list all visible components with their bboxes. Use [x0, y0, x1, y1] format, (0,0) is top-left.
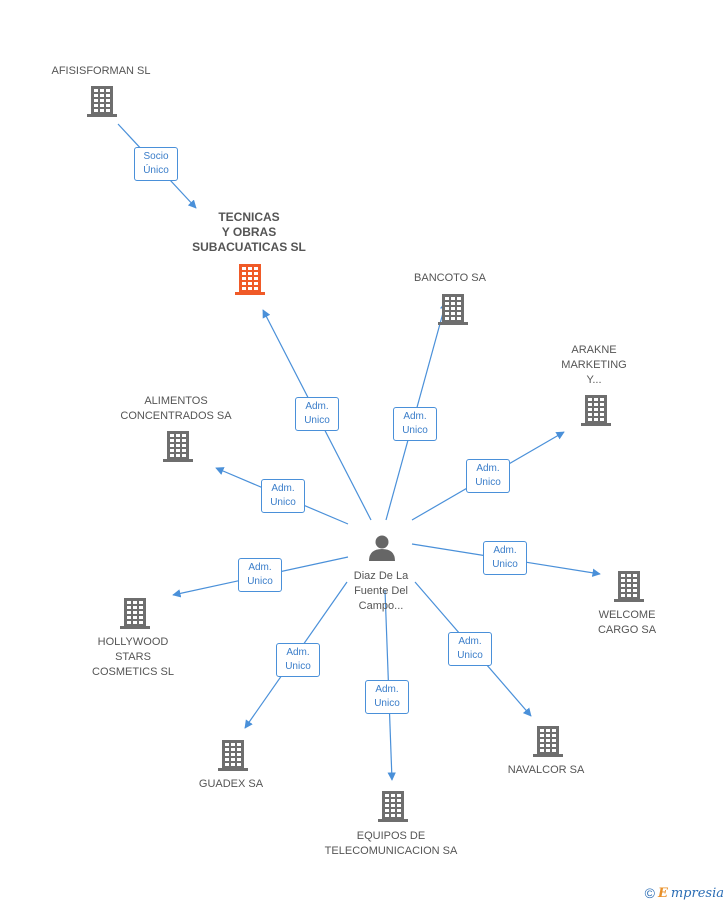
node-label-line: COSMETICS SL: [92, 666, 174, 678]
company-label-alimentos[interactable]: ALIMENTOS CONCENTRADOS SA: [120, 394, 231, 424]
edge-label-arakne[interactable]: Adm. Unico: [466, 459, 510, 493]
node-label-line: HOLLYWOOD: [97, 636, 169, 648]
company-label-arakne[interactable]: ARAKNE MARKETING Y...: [561, 343, 626, 388]
edge-label-line: Unico: [402, 425, 428, 436]
copyright-symbol: ©: [644, 885, 655, 901]
node-label-line: Y OBRAS: [221, 225, 277, 239]
person-icon[interactable]: [369, 535, 395, 562]
edge-label-line: Unico: [304, 415, 330, 426]
company-label-guadex[interactable]: GUADEX SA: [199, 777, 263, 792]
node-label-line: TELECOMUNICACION SA: [324, 845, 458, 857]
company-label-equipos[interactable]: EQUIPOS DE TELECOMUNICACION SA: [325, 829, 458, 859]
edge-label-line: Unico: [492, 559, 518, 570]
edge-label-equipos[interactable]: Adm. Unico: [365, 680, 409, 714]
building-icon[interactable]: [163, 431, 193, 462]
edge-label-line: Unico: [374, 698, 400, 709]
edge-label-line: Adm.: [403, 411, 427, 422]
edge-label-line: Adm.: [248, 562, 272, 573]
node-label-line: AFISISFORMAN SL: [51, 65, 151, 77]
node-label-line: CARGO SA: [597, 624, 657, 636]
edge-label-line: Unico: [457, 650, 483, 661]
edge-label-line: Unico: [285, 661, 311, 672]
edge-label-alimentos[interactable]: Adm. Unico: [261, 479, 305, 513]
nodes-layer: [87, 86, 644, 822]
edge-label-line: Unico: [270, 497, 296, 508]
brand-initial: E: [657, 885, 668, 901]
node-label-line: TECNICAS: [218, 210, 280, 224]
edge-label-line: Unico: [247, 576, 273, 587]
edge-label-line: Adm.: [493, 545, 517, 556]
edge-label-guadex[interactable]: Adm. Unico: [276, 643, 320, 677]
node-label-line: NAVALCOR SA: [507, 764, 585, 776]
edge-label-line: Socio: [143, 151, 169, 162]
company-label-welcome[interactable]: WELCOME CARGO SA: [598, 608, 656, 638]
node-label-line: STARS: [115, 651, 151, 663]
edge-label-tecnicas[interactable]: Adm. Unico: [295, 397, 339, 431]
building-icon[interactable]: [438, 294, 468, 325]
company-label-afisisforman[interactable]: AFISISFORMAN SL: [51, 64, 150, 79]
building-icon[interactable]: [533, 726, 563, 757]
brand-name: mpresia: [670, 885, 724, 901]
edge-label-navalcor[interactable]: Adm. Unico: [448, 632, 492, 666]
edge-label-line: Único: [143, 165, 169, 176]
building-icon[interactable]: [218, 740, 248, 771]
node-label-line: ALIMENTOS: [144, 395, 208, 407]
building-icon[interactable]: [581, 395, 611, 426]
node-label-line: Y...: [586, 374, 602, 386]
node-label-line: ARAKNE: [571, 344, 617, 356]
node-label-line: BANCOTO SA: [414, 272, 486, 284]
edge-label-bancoto[interactable]: Adm. Unico: [393, 407, 437, 441]
node-label-line: CONCENTRADOS SA: [120, 410, 232, 422]
building-icon[interactable]: [120, 598, 150, 629]
node-label-line: Campo...: [358, 600, 404, 612]
node-label-line: GUADEX SA: [198, 778, 264, 790]
edges-layer: [117, 123, 601, 781]
edge-label-line: Unico: [475, 477, 501, 488]
edge-label-line: Adm.: [476, 463, 500, 474]
edge-label-welcome[interactable]: Adm. Unico: [483, 541, 527, 575]
edge-label-line: Adm.: [286, 647, 310, 658]
node-label-line: Fuente Del: [354, 585, 408, 597]
building-icon[interactable]: [614, 571, 644, 602]
edge-label-line: Adm.: [458, 636, 482, 647]
building-icon[interactable]: [235, 264, 265, 295]
company-label-bancoto[interactable]: BANCOTO SA: [414, 271, 486, 286]
node-label-line: MARKETING: [561, 359, 627, 371]
node-label-line: Diaz De La: [353, 570, 409, 582]
edge-label-line: Adm.: [271, 483, 295, 494]
building-icon[interactable]: [378, 791, 408, 822]
company-label-hollywood[interactable]: HOLLYWOOD STARS COSMETICS SL: [92, 635, 174, 680]
node-label-line: WELCOME: [598, 609, 656, 621]
node-label-line: EQUIPOS DE: [356, 830, 426, 842]
company-label-navalcor[interactable]: NAVALCOR SA: [508, 763, 585, 778]
edge-label-hollywood[interactable]: Adm. Unico: [238, 558, 282, 592]
node-label-line: SUBACUATICAS SL: [192, 240, 306, 254]
building-icon[interactable]: [87, 86, 117, 117]
edge-label-line: Adm.: [305, 401, 329, 412]
edge-label-line: Adm.: [375, 684, 399, 695]
